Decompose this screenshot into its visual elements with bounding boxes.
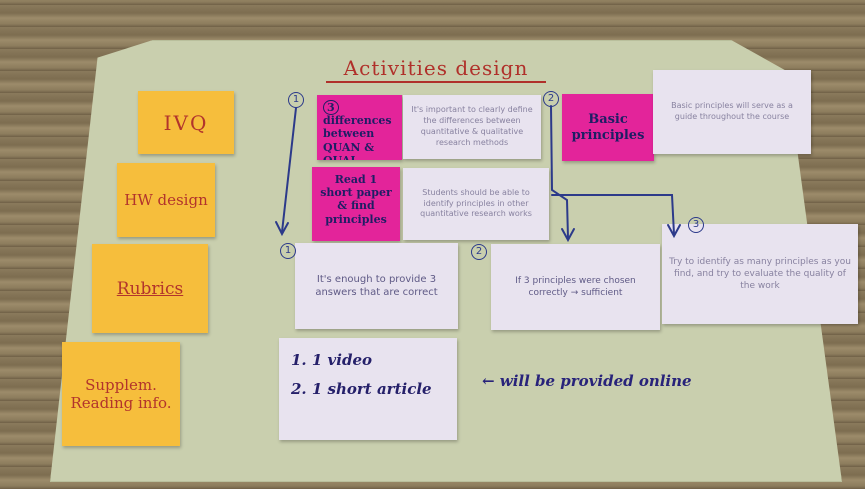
card-basic-principles-rationale: Basic principles will serve as a guide t… [653,70,811,154]
step-circle-rubric-1: 1 [280,243,296,259]
card-rubric-2-text: If 3 principles were chosen correctly → … [515,275,636,298]
arrow-step-1-head [275,221,289,237]
card-differences-rationale-text: It's important to clearly define the dif… [411,105,533,147]
step-circle-rubric-3: 3 [688,217,704,233]
arrow-step-2-head [561,228,575,243]
note-supplementary: Supplem. Reading info. [62,342,180,446]
card-rubric-3: Try to identify as many principles as yo… [662,224,858,324]
card-resources: 1. 1 video 2. 1 short article [279,338,457,440]
arrow-step-1 [281,107,297,233]
note-read-paper-label: Read 1 short paper & find principles [320,173,392,226]
note-ivq-label: IVQ [163,110,209,135]
card-basic-principles-rationale-text: Basic principles will serve as a guide t… [671,101,793,121]
note-differences-step: 3 [323,100,339,115]
arrow-step-3-head [667,224,681,239]
note-basic-principles-label: Basic principles [571,111,645,143]
poster-title: Activities design [326,56,546,83]
note-read-paper: Read 1 short paper & find principles [312,167,400,241]
resource-video: 1. 1 video [291,351,372,369]
card-rubric-2: If 3 principles were chosen correctly → … [491,244,660,330]
arrow-step-2 [550,105,569,239]
note-supplementary-label: Supplem. Reading info. [70,376,172,412]
card-rubric-1: It's enough to provide 3 answers that ar… [295,243,458,329]
card-identify-principles-text: Students should be able to identify prin… [420,187,532,219]
note-rubrics-label: Rubrics [116,278,184,299]
note-hw-design: HW design [117,163,215,237]
card-differences-rationale: It's important to clearly define the dif… [403,95,541,159]
note-differences: 3 differences between QUAN & QUAL. [317,95,402,160]
note-hw-design-label: HW design [124,191,208,209]
step-circle-rubric-2: 2 [471,244,487,260]
resource-article: 2. 1 short article [291,379,432,398]
card-identify-principles: Students should be able to identify prin… [403,168,549,240]
card-rubric-3-text: Try to identify as many principles as yo… [669,256,851,292]
note-ivq: IVQ [138,91,234,154]
note-differences-label: differences between QUAN & QUAL. [323,114,392,160]
arrow-step-3 [551,194,675,235]
note-rubrics: Rubrics [92,244,208,333]
card-rubric-1-text: It's enough to provide 3 answers that ar… [315,273,438,299]
resources-online-note: ← will be provided online [482,372,692,390]
note-basic-principles: Basic principles [562,94,654,161]
